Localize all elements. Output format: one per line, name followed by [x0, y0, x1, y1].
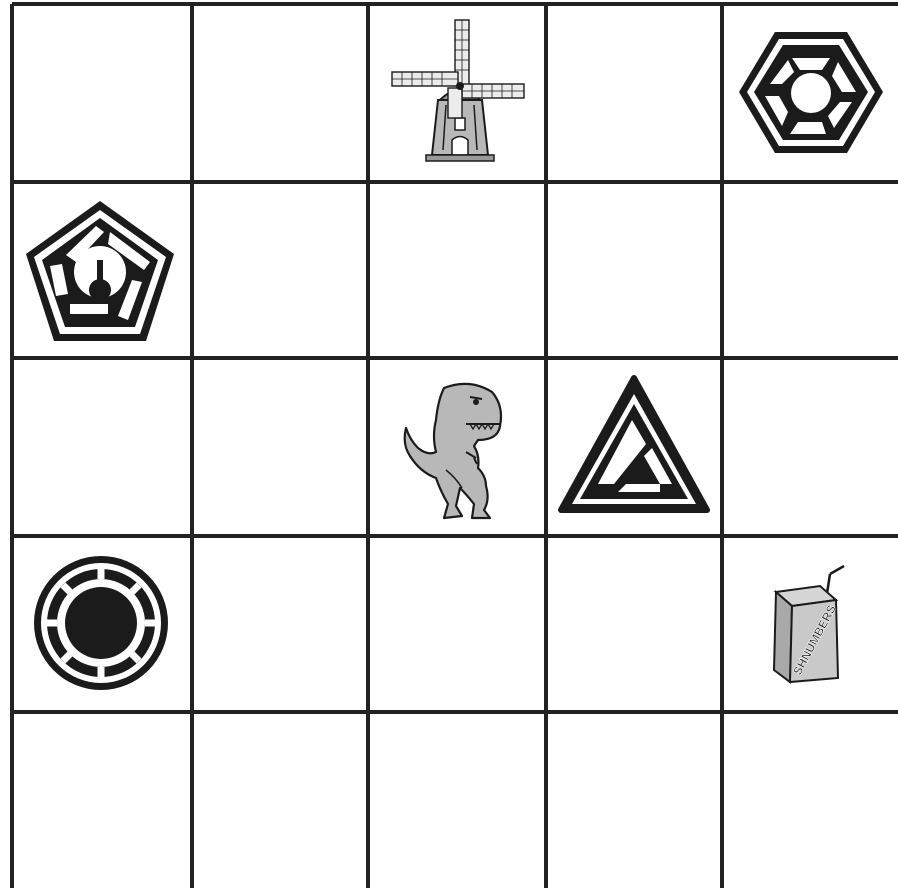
cell-r4-c0[interactable]	[14, 714, 190, 888]
cell-r1-c4[interactable]	[724, 184, 898, 356]
cell-r2-c1[interactable]	[194, 360, 366, 534]
cell-r4-c3[interactable]	[548, 714, 720, 888]
cell-r0-c3[interactable]	[548, 6, 720, 180]
cell-r3-c1[interactable]	[194, 538, 366, 710]
cell-r3-c3[interactable]	[548, 538, 720, 710]
cell-r4-c2[interactable]	[370, 714, 544, 888]
ring-wheel-icon	[34, 556, 168, 690]
cell-r2-c0[interactable]	[14, 360, 190, 534]
cell-r1-c3[interactable]	[548, 184, 720, 356]
cell-r1-c1[interactable]	[194, 184, 366, 356]
cell-r2-c4[interactable]	[724, 360, 898, 534]
cell-r0-c0[interactable]	[14, 6, 190, 180]
cell-r4-c4[interactable]	[724, 714, 898, 888]
cell-r0-c1[interactable]	[194, 6, 366, 180]
cell-r3-c2[interactable]	[370, 538, 544, 710]
cell-r4-c1[interactable]	[194, 714, 366, 888]
cell-r1-c2[interactable]	[370, 184, 544, 356]
